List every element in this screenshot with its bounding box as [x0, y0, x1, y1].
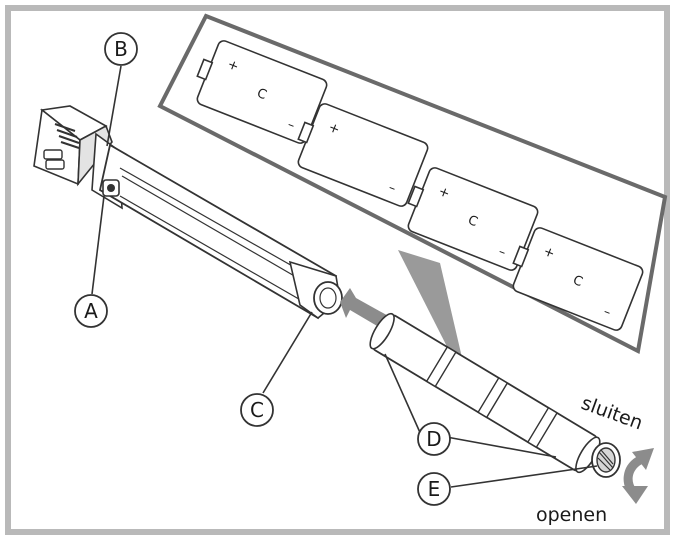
- plus-mark: +: [541, 244, 557, 262]
- flashlight-head: [33, 105, 113, 187]
- minus-mark: –: [601, 304, 613, 320]
- minus-mark: –: [386, 180, 398, 196]
- inset-battery-3: + C –: [407, 167, 539, 271]
- inset-battery-2: + –: [297, 103, 429, 207]
- power-switch: [102, 179, 120, 197]
- callout-d-label: D: [426, 427, 441, 451]
- plus-mark: +: [436, 184, 452, 202]
- callout-c: C: [240, 393, 274, 427]
- battery-inset: + C – + – + C – + C –: [157, 13, 668, 392]
- inset-battery-4: + C –: [512, 227, 644, 331]
- plus-mark: +: [225, 57, 241, 75]
- callout-b: B: [104, 32, 138, 66]
- callout-e: E: [417, 472, 451, 506]
- callout-a: A: [74, 294, 108, 328]
- minus-mark: –: [496, 244, 508, 260]
- plus-mark: +: [326, 120, 342, 138]
- leader-lines: [91, 65, 598, 488]
- insert-arrow: [340, 288, 392, 330]
- callout-e-label: E: [428, 477, 441, 501]
- callout-d: D: [417, 422, 451, 456]
- minus-mark: –: [285, 117, 297, 133]
- inset-battery-1: + C –: [196, 40, 328, 144]
- callout-c-label: C: [250, 398, 264, 422]
- flashlight: [33, 105, 343, 320]
- open-label: openen: [536, 504, 607, 526]
- battery-stack: [369, 312, 601, 474]
- rotate-arrow: [622, 448, 654, 504]
- end-cap: [591, 442, 621, 478]
- callout-a-label: A: [84, 299, 98, 323]
- callout-b-label: B: [114, 37, 128, 61]
- battery-compartment-opening: [313, 281, 343, 315]
